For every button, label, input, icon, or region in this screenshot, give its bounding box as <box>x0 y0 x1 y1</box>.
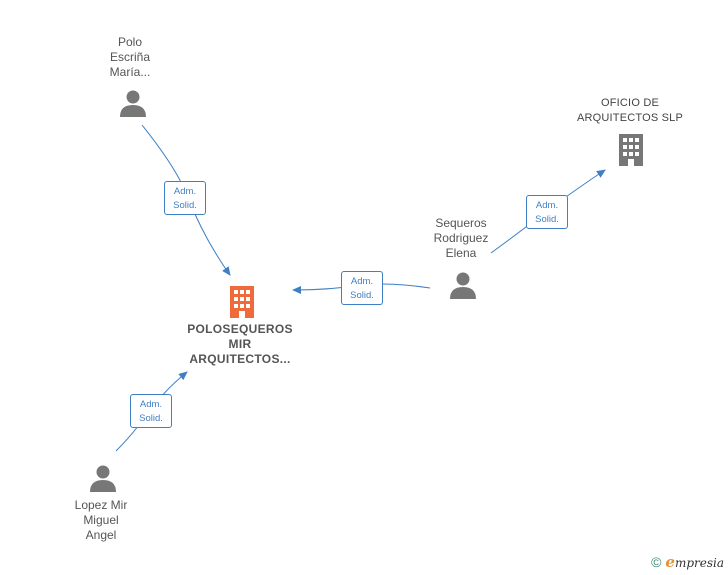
badge-line: Solid. <box>535 214 559 225</box>
label-line: Lopez Mir <box>74 498 128 512</box>
company-label-oficio[interactable]: OFICIO DE ARQUITECTOS SLP <box>560 96 700 126</box>
brand-name: mpresia <box>674 556 724 570</box>
label-line: María... <box>109 65 151 79</box>
person-label-lopez[interactable]: Lopez Mir Miguel Angel <box>60 498 142 543</box>
badge-line: Solid. <box>350 290 374 301</box>
person-label-sequeros[interactable]: Sequeros Rodriguez Elena <box>420 216 502 261</box>
label-line: POLOSEQUEROS <box>187 322 293 336</box>
copyright-icon: © <box>651 554 662 570</box>
label-line: ARQUITECTOS SLP <box>576 112 684 124</box>
building-icon[interactable] <box>615 132 647 166</box>
label-line: OFICIO DE <box>600 97 660 109</box>
edge-badge-polo[interactable]: Adm. Solid. <box>164 181 206 215</box>
footer-brand: © empresia <box>651 553 724 571</box>
badge-line: Solid. <box>139 413 163 424</box>
edge-badge-sequeros-main[interactable]: Adm. Solid. <box>341 271 383 305</box>
label-line: Sequeros <box>435 216 487 230</box>
label-line: MIR <box>228 337 252 351</box>
badge-line: Adm. <box>173 186 197 197</box>
label-line: Polo <box>117 35 143 49</box>
label-line: ARQUITECTOS... <box>189 352 291 366</box>
main-company-building-icon[interactable] <box>226 284 258 318</box>
label-line: Escriña <box>109 50 150 64</box>
main-company-label[interactable]: POLOSEQUEROS MIR ARQUITECTOS... <box>170 322 310 367</box>
label-line: Miguel <box>83 513 119 527</box>
person-icon[interactable] <box>448 270 478 300</box>
label-line: Elena <box>445 246 477 260</box>
badge-line: Solid. <box>173 200 197 211</box>
person-icon[interactable] <box>118 88 148 118</box>
badge-line: Adm. <box>535 200 559 211</box>
edge-badge-lopez[interactable]: Adm. Solid. <box>130 394 172 428</box>
badge-line: Adm. <box>139 399 163 410</box>
person-icon[interactable] <box>88 463 118 493</box>
person-label-polo-escrina[interactable]: Polo Escriña María... <box>90 35 170 80</box>
brand-logo: empresia <box>665 553 724 571</box>
label-line: Angel <box>85 528 117 542</box>
brand-initial: e <box>665 553 675 571</box>
badge-line: Adm. <box>350 276 374 287</box>
edge-badge-sequeros-oficio[interactable]: Adm. Solid. <box>526 195 568 229</box>
label-line: Rodriguez <box>433 231 489 245</box>
